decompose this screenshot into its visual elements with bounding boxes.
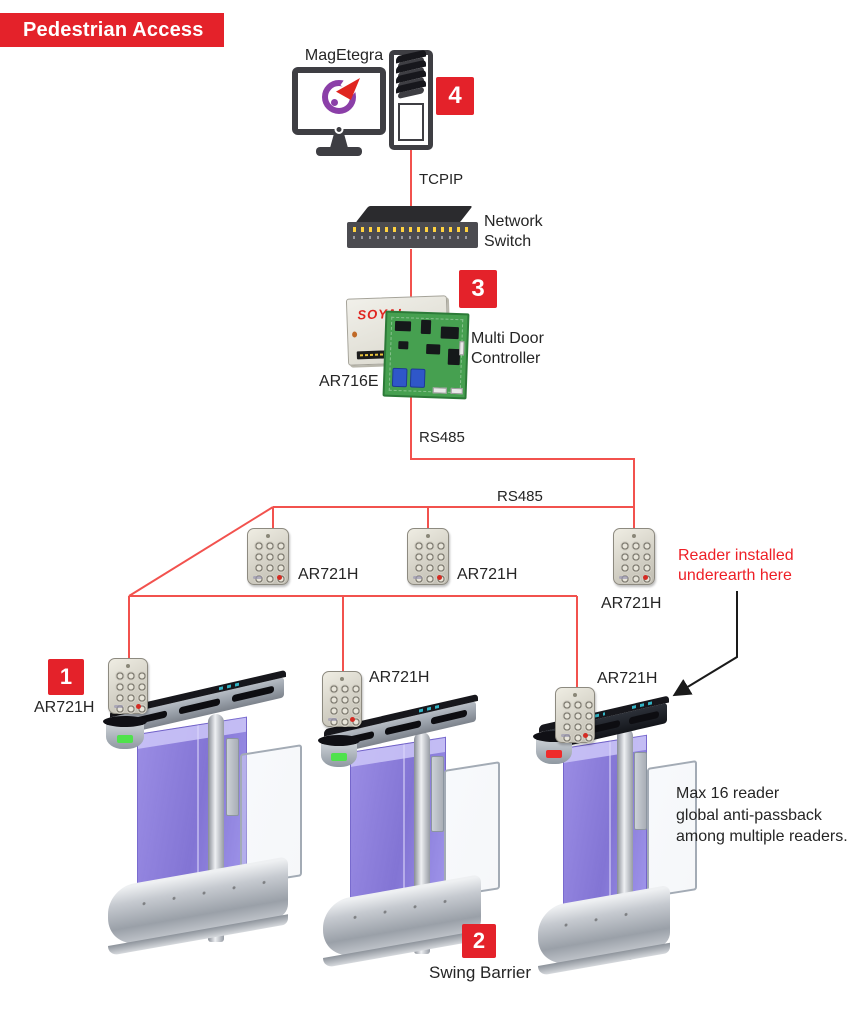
annotation-line1: Reader installed: [678, 547, 794, 564]
note-line3: among multiple readers.: [676, 828, 848, 846]
magetegra-logo-icon: [322, 73, 362, 114]
reader-ar721h-top-2: [407, 528, 449, 585]
reader-label-b3: AR721H: [597, 670, 658, 687]
soyal-logo-icon: [114, 705, 123, 708]
rs485-label-bus: RS485: [497, 488, 543, 505]
reader-label-t1: AR721H: [298, 566, 359, 583]
barrier-hinge: [226, 738, 239, 816]
annotation-reader-underearth: Reader installed underearth here: [678, 546, 794, 587]
note-line1: Max 16 reader: [676, 785, 780, 802]
reader-led-icon: [266, 534, 270, 538]
rs485-label-top: RS485: [419, 429, 465, 446]
swing-barrier-label: Swing Barrier: [429, 963, 532, 982]
reader-sensor-icon: [643, 575, 648, 580]
controller-desc-line1: Multi Door: [471, 330, 544, 347]
step-badge-4: 4: [436, 77, 474, 115]
logo-dot: [331, 99, 338, 106]
barrier-hinge: [634, 752, 647, 830]
reader-label-t2: AR721H: [457, 566, 518, 583]
note-line2: global anti-passback: [676, 806, 822, 824]
workstation-monitor: [292, 67, 386, 135]
reader-sensor-icon: [277, 575, 282, 580]
soyal-logo-icon: [253, 576, 262, 579]
pc-tower: [389, 50, 433, 150]
switch-port-row-icon: [353, 236, 471, 239]
step-badge-3: 3: [459, 270, 497, 308]
soyal-logo-icon: [619, 576, 628, 579]
reader-led-icon: [426, 534, 430, 538]
reader-ar721h-bottom-3: [555, 687, 595, 744]
reader-sensor-icon: [350, 717, 355, 722]
network-switch-label-line2: Switch: [484, 233, 532, 251]
reader-led-icon: [632, 534, 636, 538]
monitor-button: [334, 125, 344, 134]
barrier-hinge: [431, 756, 444, 832]
reader-label-b1: AR721H: [34, 699, 95, 716]
reader-ar721h-top-3: [613, 528, 655, 585]
swing-barrier-unit-2: [318, 698, 500, 1008]
controller-desc-line2: Controller: [471, 350, 541, 368]
reader-sensor-icon: [583, 733, 588, 738]
reader-label-b2: AR721H: [369, 669, 430, 686]
logo-ring: [322, 80, 356, 114]
arrow-line: [672, 591, 738, 697]
swing-barrier-unit-1: [100, 676, 302, 996]
reader-ar721h-bottom-2: [322, 671, 362, 728]
green-led-icon: [117, 735, 133, 743]
soyal-logo-icon: [561, 734, 570, 737]
soyal-logo-icon: [413, 576, 422, 579]
controller-desc-label: Multi Door Controller: [471, 329, 544, 370]
annotation-line2: underearth here: [678, 567, 792, 585]
reader-led-icon: [340, 677, 344, 681]
barrier-end-cap: [318, 735, 360, 767]
step-badge-1: 1: [48, 659, 84, 695]
network-switch-label: Network Switch: [484, 212, 543, 253]
monitor-stand: [330, 135, 348, 148]
reader-label-t3: AR721H: [601, 595, 662, 612]
step-badge-2: 2: [462, 924, 496, 958]
swing-barrier-unit-3: [533, 692, 697, 1022]
workstation-label: MagEtegra: [304, 47, 384, 64]
network-switch-label-line1: Network: [484, 213, 543, 230]
page-title-banner: Pedestrian Access: [0, 13, 224, 47]
reader-led-icon: [573, 693, 577, 697]
green-led-icon: [331, 753, 347, 761]
tower-panel: [398, 103, 424, 141]
red-led-icon: [546, 750, 562, 758]
switch-led-row-icon: [353, 227, 471, 232]
network-switch-device: [347, 222, 478, 248]
reader-sensor-icon: [437, 575, 442, 580]
reader-ar721h-top-1: [247, 528, 289, 585]
note-anti-passback: Max 16 reader global anti-passback among…: [676, 783, 848, 848]
soyal-logo-icon: [328, 718, 337, 721]
page-title: Pedestrian Access: [23, 18, 204, 41]
reader-sensor-icon: [136, 704, 141, 709]
controller-model-label: AR716E: [319, 373, 379, 390]
reader-ar721h-bottom-1: [108, 658, 148, 715]
barrier-end-cap: [103, 716, 147, 749]
reader-led-icon: [126, 664, 130, 668]
monitor-base: [316, 147, 362, 156]
wire-diagonal: [128, 506, 274, 597]
tcpip-label: TCPIP: [419, 171, 464, 188]
